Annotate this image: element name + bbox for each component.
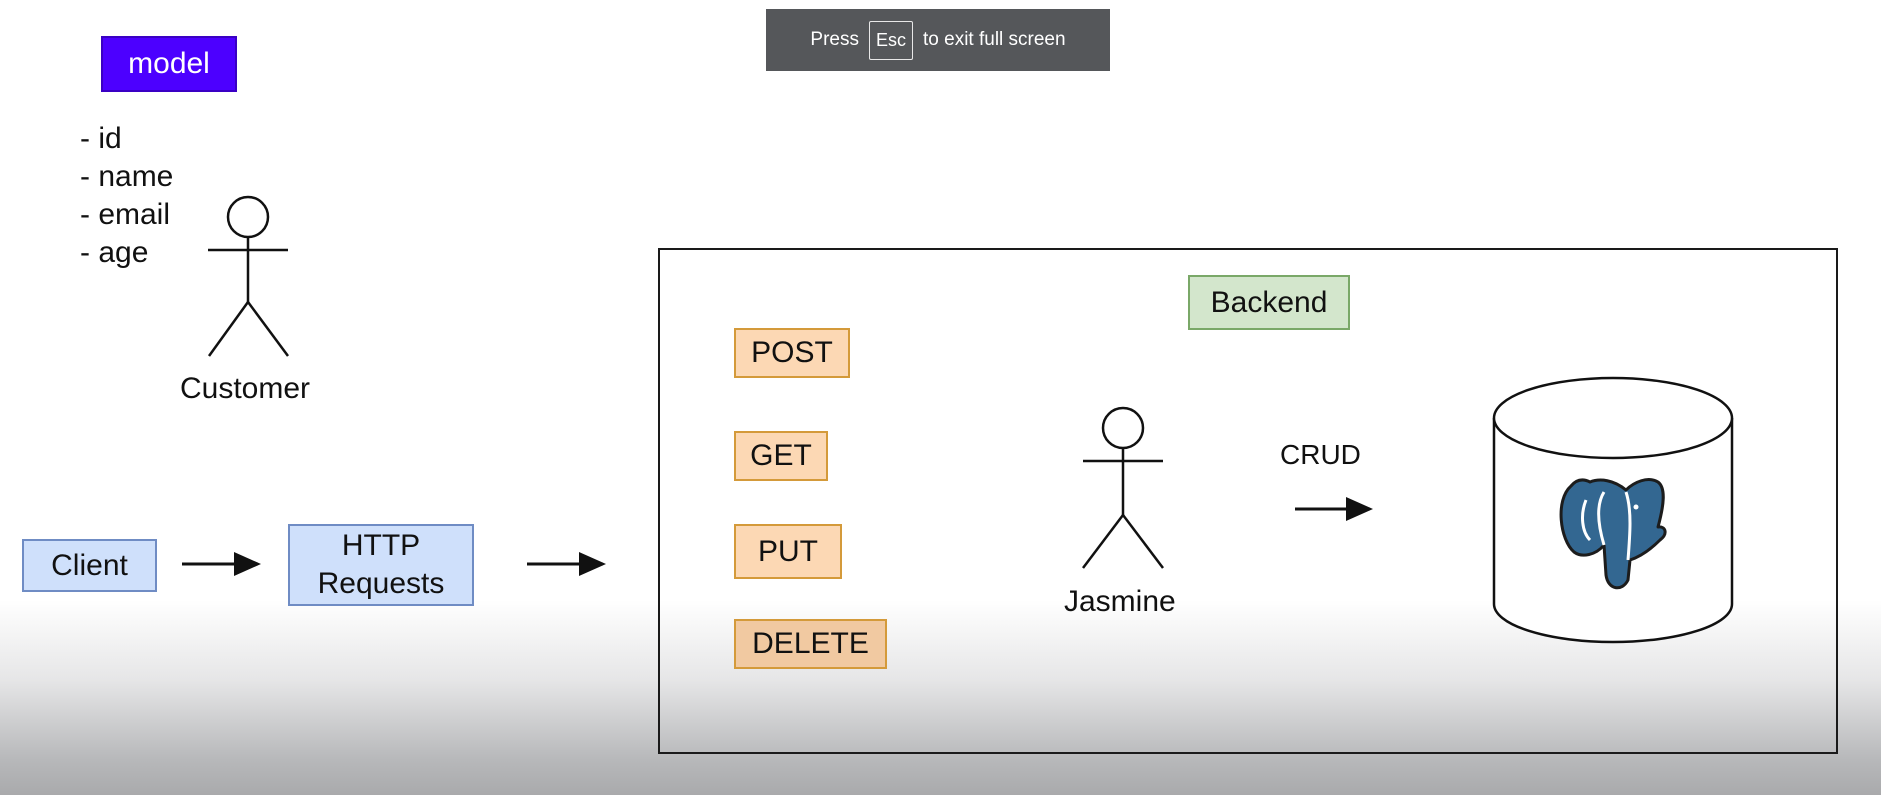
customer-figure-icon [207,195,290,357]
method-delete: DELETE [734,619,887,669]
method-post: POST [734,328,850,378]
postgresql-elephant-icon [1559,478,1667,590]
jasmine-label: Jasmine [1064,585,1176,618]
http-requests-line1: HTTP [341,529,421,562]
model-field-name: - name [80,160,174,193]
fullscreen-notice: Press Esc to exit full screen [766,9,1110,71]
fullscreen-exit-text: to exit full screen [923,29,1066,50]
client-box: Client [22,539,157,592]
customer-label: Customer [180,372,311,405]
model-field-email: - email [80,198,171,231]
model-field-id: - id [80,122,122,155]
crud-label: CRUD [1280,439,1361,470]
model-box: model [101,36,237,92]
http-requests-box: HTTP Requests [288,524,474,606]
model-field-age: - age [80,236,149,269]
backend-container [658,248,1838,754]
jasmine-figure-icon [1082,406,1164,569]
http-requests-line2: Requests [317,567,445,600]
method-get: GET [734,431,828,481]
method-put: PUT [734,524,842,579]
model-field-list: - id - name - email - age [80,120,173,272]
fullscreen-press-text: Press [810,29,859,50]
backend-label-box: Backend [1188,275,1350,330]
esc-key: Esc [868,20,913,60]
